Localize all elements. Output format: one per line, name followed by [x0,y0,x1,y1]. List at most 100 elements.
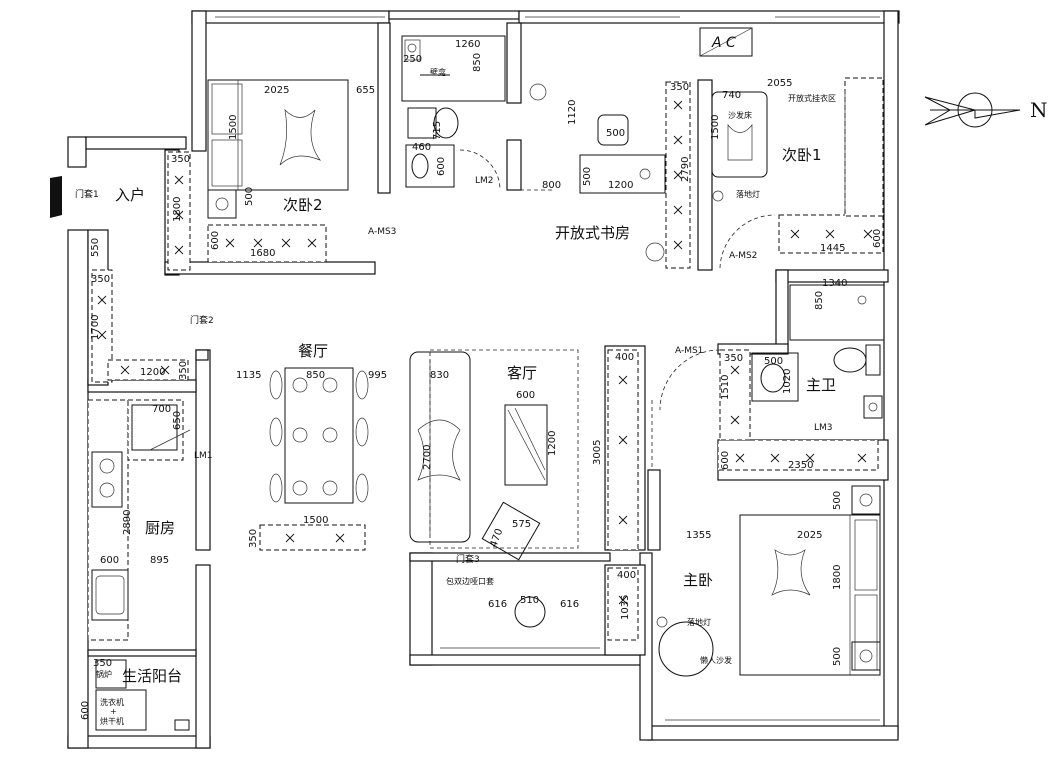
dim-label: 1355 [686,530,711,541]
dim-label: 2025 [797,530,822,541]
dim-label: 1500 [710,115,721,140]
dim-label: 1200 [140,367,165,378]
dim-label: 600 [516,390,535,401]
dim-label: 700 [152,404,171,415]
dim-label: 2350 [788,460,813,471]
room-bedroom-1: 次卧1 [782,146,822,164]
door-label-2: 门套2 [190,314,214,326]
dim-label: 1020 [782,369,793,394]
dim-label: 575 [512,519,531,530]
dim-label: 350 [91,274,110,285]
floor-lamp-label-1: 落地灯 [736,189,760,199]
dim-label: 1800 [832,565,843,590]
bathroom-2 [401,35,506,191]
room-study: 开放式书房 [555,224,630,242]
wrap-trim-label: 包双边哑口套 [446,576,494,586]
dim-label: 850 [306,370,325,381]
dim-label: 460 [412,142,431,153]
dim-label: 616 [560,599,579,610]
dim-label: 470 [488,527,505,549]
dim-label: 2055 [767,78,792,89]
label-lm1: LM1 [194,451,213,461]
dim-label: 500 [764,356,783,367]
dim-label: 1135 [236,370,261,381]
dim-label: 500 [582,167,593,186]
sofa-bed-label: 沙发床 [728,110,752,120]
door-label-3: 门套3 [456,553,480,565]
washer-label-1: 洗衣机 [100,697,124,707]
floor-lamp-label-2: 落地灯 [687,617,711,627]
dim-label: 2025 [264,85,289,96]
room-utility-balcony: 生活阳台 [122,667,182,685]
room-master-bath: 主卫 [806,376,836,394]
dim-label: 740 [722,90,741,101]
dim-label: 2790 [680,157,691,182]
dim-label: 400 [617,570,636,581]
dim-label: 1200 [608,180,633,191]
dim-label: 650 [172,411,183,430]
dim-label: 600 [80,701,91,720]
kitchen-fixtures [91,404,191,731]
dim-label: 616 [488,599,507,610]
dim-label: 500 [832,491,843,510]
dim-label: 1800 [172,197,183,222]
dim-label: 600 [100,555,119,566]
dim-label: 600 [720,451,731,470]
room-bedroom-2: 次卧2 [283,196,323,214]
dim-label: 550 [90,238,101,257]
washer-label-2: + [110,707,117,716]
dim-label: 350 [93,658,112,669]
lazy-sofa-label: 懒人沙发 [700,655,732,665]
washer-label-3: 烘干机 [100,716,124,726]
dim-label: 1035 [620,595,631,620]
label-lm3: LM3 [814,423,833,433]
north-compass [924,92,1021,128]
label-a-ms3: A-MS3 [368,227,396,237]
living-furniture [409,349,579,628]
dim-label: 1120 [567,100,578,125]
dim-label: 350 [178,361,189,380]
dim-label: 500 [832,647,843,666]
master-bath-fixtures [659,284,885,419]
dim-label: 350 [171,154,190,165]
dim-label: 350 [248,529,259,548]
dim-label: 1260 [455,39,480,50]
label-a-ms2: A-MS2 [729,251,757,261]
boiler-label: 锅炉 [96,669,112,679]
dim-label: 1700 [90,315,101,340]
dim-label: 1340 [822,278,847,289]
dim-label: 850 [814,291,825,310]
entrance-door [50,176,62,218]
dim-label: 1500 [303,515,328,526]
dim-label: 350 [670,82,689,93]
dim-label: 600 [872,229,883,248]
room-dining: 餐厅 [298,342,328,360]
dim-label: 715 [432,121,443,140]
dim-label: 1510 [720,375,731,400]
dim-label: 800 [542,180,561,191]
dim-label: 830 [430,370,449,381]
dim-label: 400 [615,352,634,363]
niche-label: 壁龛 [430,67,446,77]
bedroom-1-furniture [711,90,846,269]
master-bedroom-furniture [651,400,881,677]
dim-label: 510 [520,595,539,606]
open-wardrobe-label: 开放式挂衣区 [788,93,836,103]
door-label-1: 门套1 [75,188,99,200]
dim-label: 895 [150,555,169,566]
dim-label: 350 [724,353,743,364]
room-living: 客厅 [507,364,537,382]
north-label: N [1030,98,1048,122]
dim-label: 250 [403,54,422,65]
cabinets [87,77,884,641]
room-kitchen: 厨房 [145,519,175,537]
label-a-ms1: A-MS1 [675,346,703,356]
dim-label: 3005 [592,440,603,465]
room-master-bedroom: 主卧 [683,571,713,589]
study-furniture [520,27,753,262]
dim-label: 850 [472,53,483,72]
dim-label: 500 [606,128,625,139]
bedroom-2-bed [207,79,349,219]
dim-label: 2890 [122,510,133,535]
